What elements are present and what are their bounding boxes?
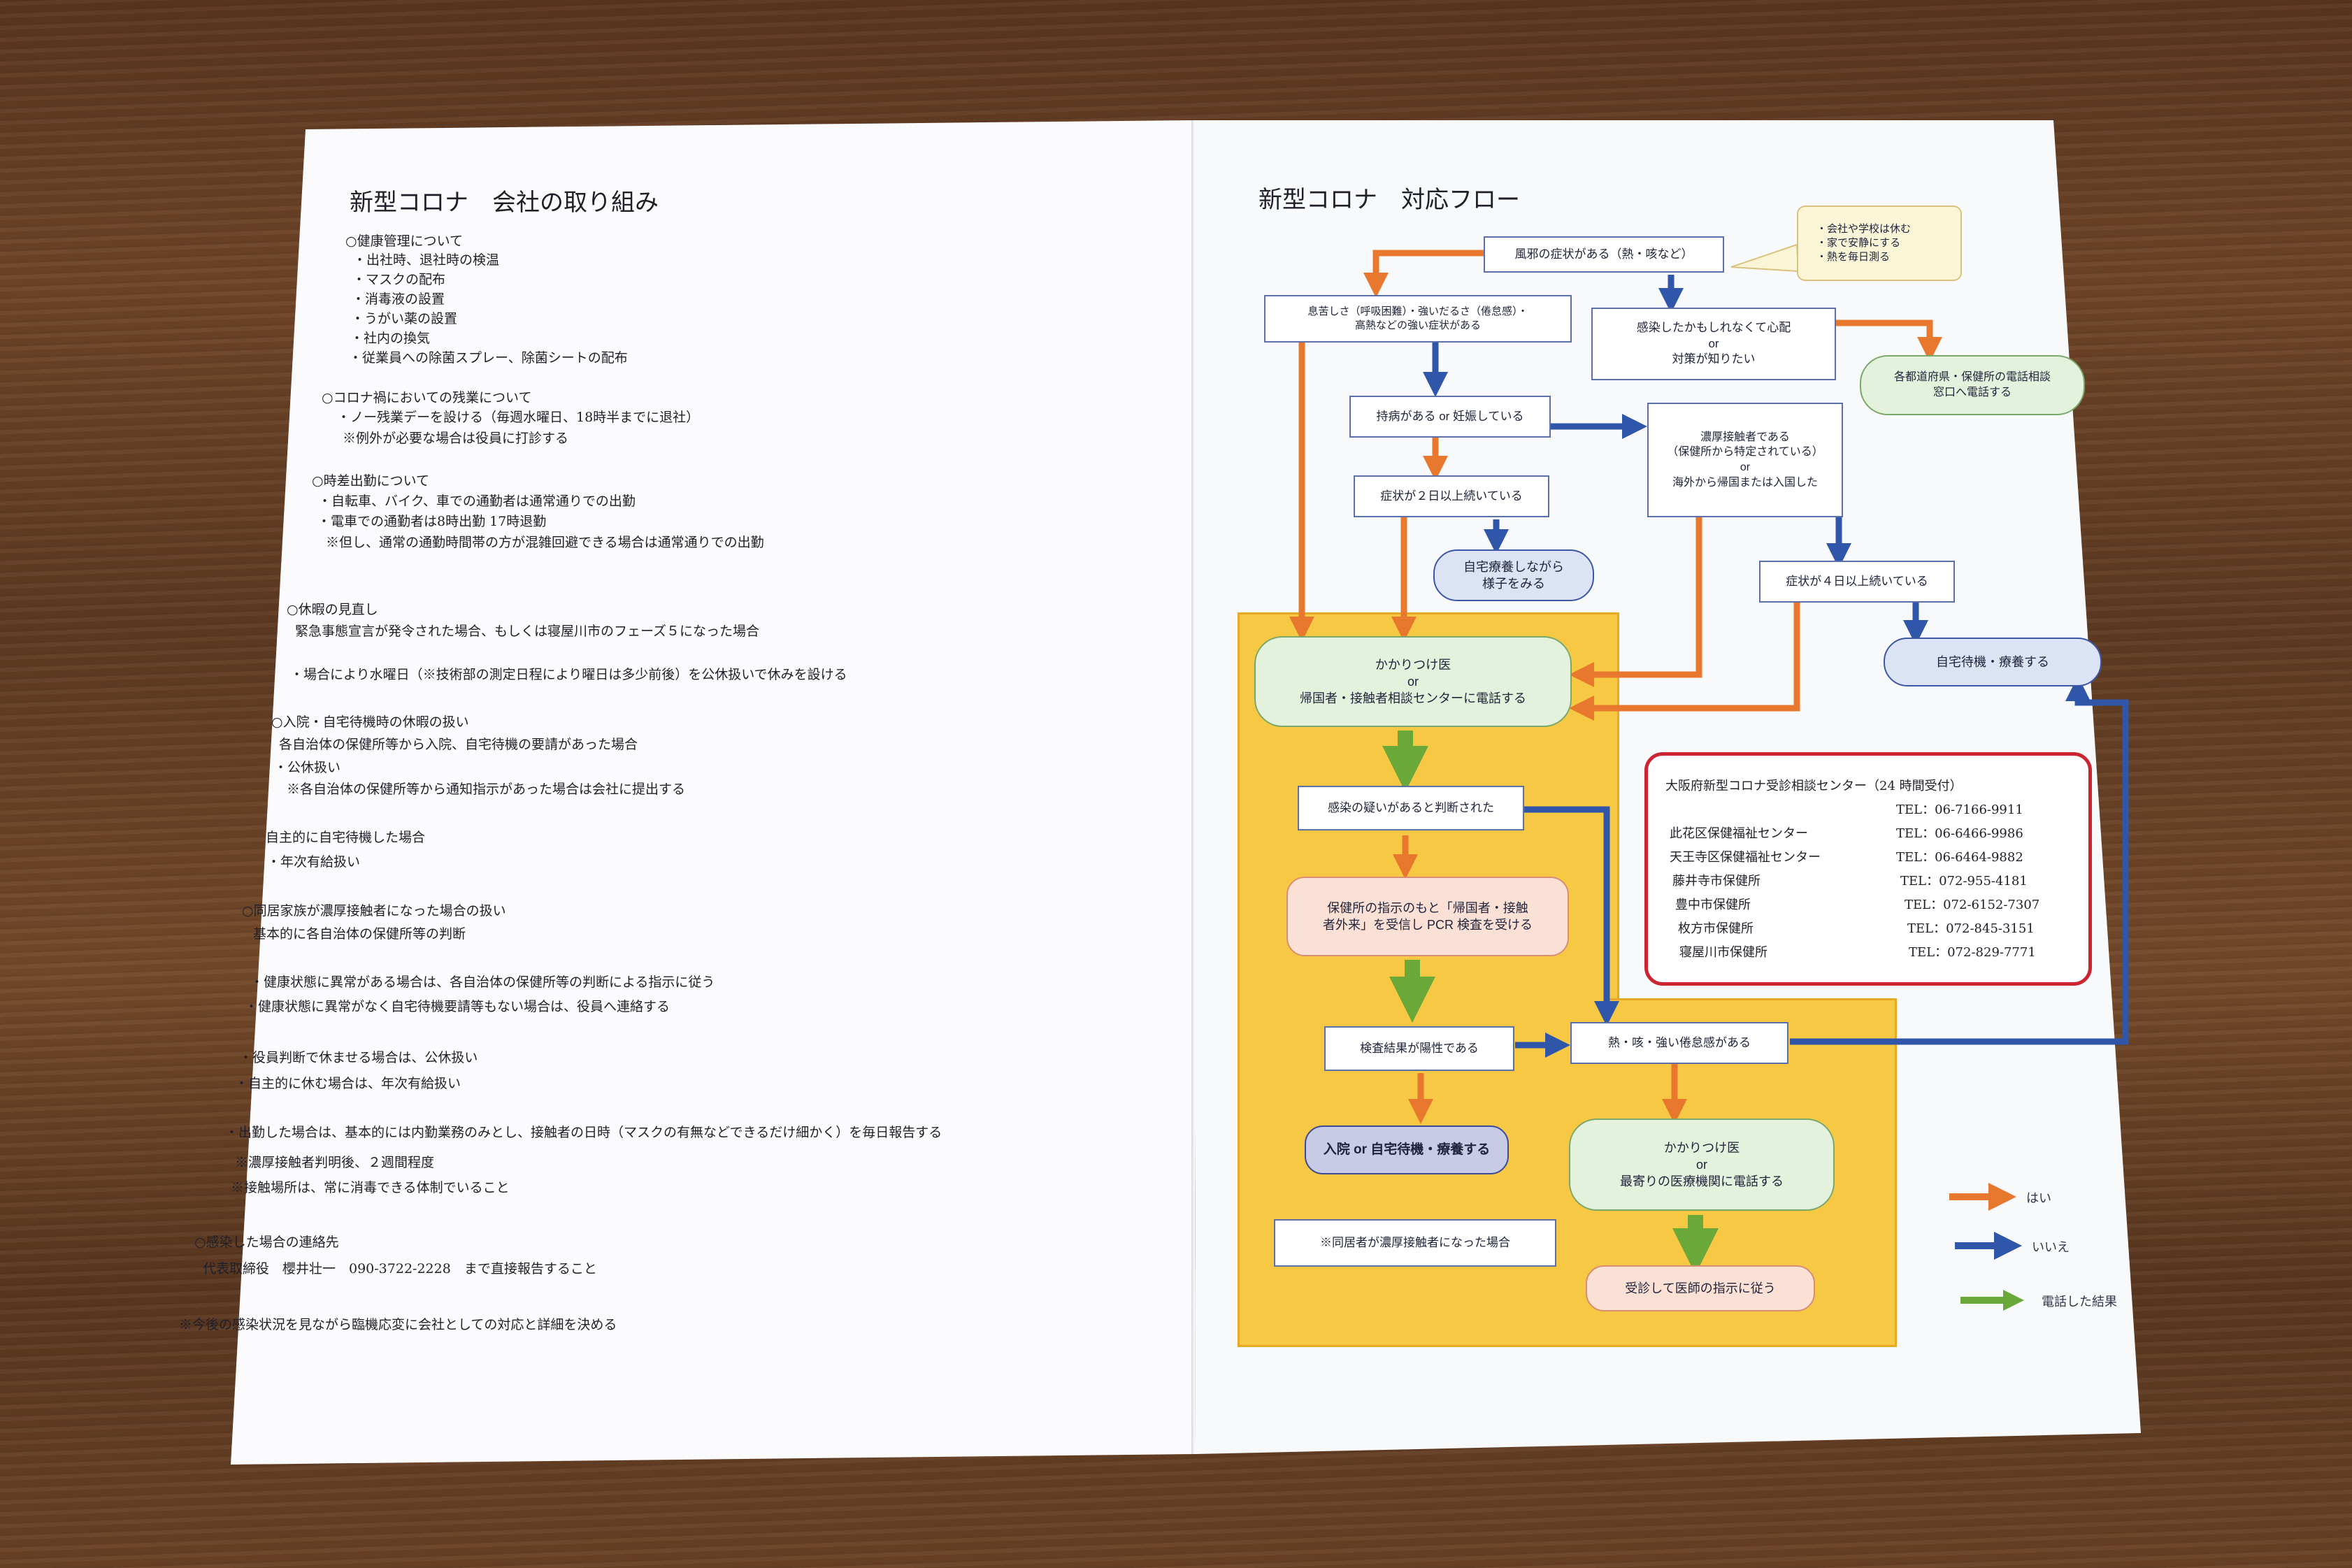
left-line: ○コロナ禍においての残業について xyxy=(322,390,532,405)
arrow-yes xyxy=(1363,250,1484,298)
node-worried: 感染したかもしれなくて心配 or 対策が知りたい xyxy=(1591,308,1836,380)
left-line: ・マスクの配布 xyxy=(352,272,446,287)
bubble-tail xyxy=(1730,243,1800,273)
left-line: ※濃厚接触者判明後、２週間程度 xyxy=(235,1155,435,1170)
node-fever: 熱・咳・強い倦怠感がある xyxy=(1570,1022,1788,1064)
node-prefecture-hotline: 各都道府県・保健所の電話相談 窓口へ電話する xyxy=(1860,355,2085,415)
node-consult: 受診して医師の指示に従う xyxy=(1586,1265,1815,1311)
arrow-no xyxy=(1790,676,2129,1045)
left-line: ○入院・自宅待機時の休暇の扱い xyxy=(271,714,469,730)
page-fold xyxy=(1191,120,1195,1454)
arrow-yes xyxy=(1569,603,1800,721)
center-tel: TEL：072-829-7771 xyxy=(1909,945,2036,960)
node-four-days: 症状が４日以上続いている xyxy=(1759,561,1955,603)
center-name: 此花区保健福祉センター xyxy=(1670,826,1808,841)
left-line: 代表取締役 櫻井壮一 090-3722-2228 まで直接報告すること xyxy=(203,1261,597,1276)
node-pcr: 保健所の指示のもと「帰国者・接触 者外来」を受信し PCR 検査を受ける xyxy=(1286,877,1569,956)
center-name: 豊中市保健所 xyxy=(1675,898,1751,912)
left-line: ・うがい薬の設置 xyxy=(351,311,458,326)
left-line: ・年次有給扱い xyxy=(267,854,361,870)
left-line: ・電車での通勤者は8時出勤 17時退勤 xyxy=(317,514,547,529)
left-line: 緊急事態宣言が発令された場合、もしくは寝屋川市のフェーズ５になった場合 xyxy=(295,624,760,639)
left-line: ・社内の換気 xyxy=(350,331,431,346)
arrow-yes xyxy=(1833,319,1942,362)
left-line: ・公休扱い xyxy=(274,760,341,775)
left-line: ・自転車、バイク、車での通勤者は通常通りでの出勤 xyxy=(318,494,636,509)
center-tel: TEL：072-6152-7307 xyxy=(1905,898,2040,912)
node-home-wait: 自宅待機・療養する xyxy=(1884,638,2102,686)
contact-centers-box xyxy=(1644,752,2092,986)
center-name: 天王寺区保健福祉センター xyxy=(1670,850,1821,865)
node-call-nearby: かかりつけ医 or 最寄りの医療機関に電話する xyxy=(1569,1119,1835,1211)
node-hospital: 入院 or 自宅待機・療養する xyxy=(1305,1125,1509,1174)
left-line: ※接触場所は、常に消毒できる体制でいること xyxy=(231,1180,510,1195)
left-line: ○同居家族が濃厚接触者になった場合の扱い xyxy=(242,903,506,919)
legend-no-label: いいえ xyxy=(2032,1240,2070,1254)
legend-result-label: 電話した結果 xyxy=(2042,1295,2117,1309)
left-line: ※今後の感染状況を見ながら臨機応変に会社としての対応と詳細を決める xyxy=(179,1317,617,1332)
left-line: ・出勤した場合は、基本的には内勤業務のみとし、接触者の日時（マスクの有無などでき… xyxy=(225,1125,942,1140)
left-line: ○休暇の見直し xyxy=(287,602,378,617)
node-home-watch: 自宅療養しながら 様子をみる xyxy=(1433,549,1594,601)
left-line: ・場合により水曜日（※技術部の測定日程により曜日は多少前後）を公休扱いで休みを設… xyxy=(290,667,847,682)
left-line: 基本的に各自治体の保健所等の判断 xyxy=(253,926,466,942)
left-line: ・健康状態に異常がある場合は、各自治体の保健所等の判断による指示に従う xyxy=(250,974,715,990)
arrow-yes xyxy=(1569,517,1702,687)
left-line: 各自治体の保健所等から入院、自宅待機の要請があった場合 xyxy=(279,737,638,752)
left-line: ・出社時、退社時の検温 xyxy=(353,252,500,268)
center-tel: TEL：072-845-3151 xyxy=(1907,921,2035,936)
centers-heading: 大阪府新型コロナ受診相談センター（24 時間受付） xyxy=(1665,779,1963,793)
left-line: ・自主的に休む場合は、年次有給扱い xyxy=(235,1076,461,1091)
node-family-note: ※同居者が濃厚接触者になった場合 xyxy=(1274,1219,1556,1267)
center-tel: TEL：06-6464-9882 xyxy=(1896,850,2023,865)
node-two-days: 症状が２日以上続いている xyxy=(1354,475,1549,517)
node-close-contact: 濃厚接触者である （保健所から特定されている） or 海外から帰国または入国した xyxy=(1647,403,1843,517)
left-line: ○時差出勤について xyxy=(312,473,430,489)
left-title: 新型コロナ 会社の取り組み xyxy=(350,189,659,217)
left-line: ・ノー残業デーを設ける（毎週水曜日、18時半までに退社） xyxy=(337,410,700,425)
left-line: ※但し、通常の通勤時間帯の方が混雑回避できる場合は通常通りでの出勤 xyxy=(326,535,764,550)
node-severe-symptoms: 息苦しさ（呼吸困難）・強いだるさ（倦怠感）・ 高熱などの強い症状がある xyxy=(1264,295,1572,343)
center-name: 寝屋川市保健所 xyxy=(1679,945,1767,960)
left-line: 自主的に自宅待機した場合 xyxy=(266,830,426,845)
left-line: ・役員判断で休ませる場合は、公休扱い xyxy=(239,1050,478,1065)
center-name: 枚方市保健所 xyxy=(1678,921,1754,936)
center-tel: TEL：072-955-4181 xyxy=(1900,874,2028,889)
left-line: ・健康状態に異常がなく自宅待機要請等もない場合は、役員へ連絡する xyxy=(245,999,671,1014)
left-line: ・従業員への除菌スプレー、除菌シートの配布 xyxy=(349,350,628,366)
node-call-doctor: かかりつけ医 or 帰国者・接触者相談センターに電話する xyxy=(1254,636,1572,727)
legend-yes-label: はい xyxy=(2026,1191,2051,1205)
left-line: ・消毒液の設置 xyxy=(352,292,445,307)
node-chronic: 持病がある or 妊娠している xyxy=(1349,396,1551,438)
node-suspected: 感染の疑いがあると判断された xyxy=(1298,786,1524,830)
left-line: ○感染した場合の連絡先 xyxy=(194,1235,339,1250)
center-tel: TEL：06-6466-9986 xyxy=(1896,826,2023,841)
node-cold-symptoms: 風邪の症状がある（熱・咳など） xyxy=(1484,236,1724,273)
left-line: ※例外が必要な場合は役員に打診する xyxy=(343,431,569,446)
left-line: ○健康管理について xyxy=(345,233,464,249)
left-line: ※各自治体の保健所等から通知指示があった場合は会社に提出する xyxy=(287,782,686,797)
advice-note: ・会社や学校は休む ・家で安静にする ・熱を毎日測る xyxy=(1797,206,1962,281)
arrow-no xyxy=(1524,806,1619,1026)
flow-title: 新型コロナ 対応フロー xyxy=(1259,187,1520,213)
center-name: 藤井寺市保健所 xyxy=(1672,874,1761,889)
center-tel: TEL：06-7166-9911 xyxy=(1896,803,2023,817)
node-positive: 検査結果が陽性である xyxy=(1324,1026,1514,1071)
